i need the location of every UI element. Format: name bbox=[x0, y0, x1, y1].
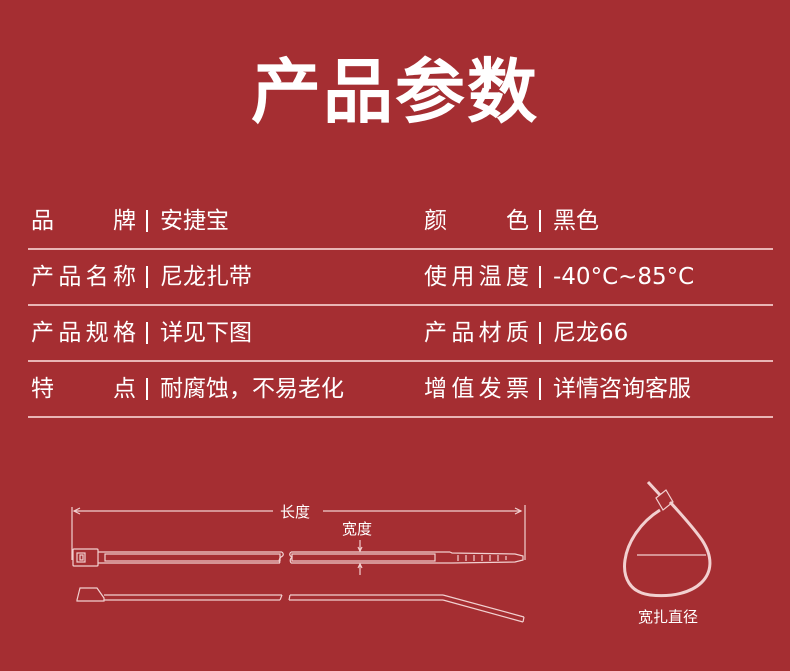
spec-brand: 品牌 安捷宝 bbox=[31, 206, 229, 236]
spec-size: 产品规格 详见下图 bbox=[31, 318, 252, 348]
spec-label: 产品规格 bbox=[31, 320, 136, 346]
divider-bar bbox=[539, 322, 541, 344]
spec-label: 品牌 bbox=[31, 208, 136, 234]
spec-row: 特点 耐腐蚀，不易老化 增值发票 详情咨询客服 bbox=[28, 362, 773, 418]
spec-features: 特点 耐腐蚀，不易老化 bbox=[31, 374, 344, 404]
spec-label: 特点 bbox=[31, 376, 136, 402]
divider-bar bbox=[146, 322, 148, 344]
length-label: 长度 bbox=[280, 503, 311, 521]
divider-bar bbox=[539, 266, 541, 288]
spec-value: 耐腐蚀，不易老化 bbox=[160, 376, 344, 402]
spec-invoice: 增值发票 详情咨询客服 bbox=[424, 374, 691, 404]
spec-label: 颜色 bbox=[424, 208, 529, 234]
spec-table: 品牌 安捷宝 颜色 黑色 产品名称 尼龙扎带 使用温度 -40°C~85°C 产… bbox=[28, 194, 773, 418]
spec-value: 尼龙66 bbox=[553, 320, 629, 346]
spec-label: 使用温度 bbox=[424, 264, 529, 290]
spec-value: 黑色 bbox=[553, 208, 599, 234]
spec-value: -40°C~85°C bbox=[553, 264, 695, 290]
divider-bar bbox=[146, 266, 148, 288]
spec-product-name: 产品名称 尼龙扎带 bbox=[31, 262, 252, 292]
divider-bar bbox=[539, 210, 541, 232]
cable-tie-diagram: 长度 宽度 宽扎直径 bbox=[0, 470, 790, 670]
diameter-label: 宽扎直径 bbox=[638, 608, 699, 626]
divider-bar bbox=[146, 210, 148, 232]
spec-material: 产品材质 尼龙66 bbox=[424, 318, 628, 348]
spec-color: 颜色 黑色 bbox=[424, 206, 599, 236]
cable-tie-drawing-icon bbox=[71, 480, 712, 623]
spec-label: 产品材质 bbox=[424, 320, 529, 346]
spec-label: 产品名称 bbox=[31, 264, 136, 290]
spec-value: 详情咨询客服 bbox=[553, 376, 691, 402]
spec-value: 尼龙扎带 bbox=[160, 264, 252, 290]
divider-bar bbox=[539, 378, 541, 400]
spec-value: 详见下图 bbox=[160, 320, 252, 346]
spec-temperature: 使用温度 -40°C~85°C bbox=[424, 262, 694, 292]
spec-row: 品牌 安捷宝 颜色 黑色 bbox=[28, 194, 773, 250]
spec-row: 产品名称 尼龙扎带 使用温度 -40°C~85°C bbox=[28, 250, 773, 306]
spec-row: 产品规格 详见下图 产品材质 尼龙66 bbox=[28, 306, 773, 362]
spec-value: 安捷宝 bbox=[160, 208, 229, 234]
divider-bar bbox=[146, 378, 148, 400]
spec-label: 增值发票 bbox=[424, 376, 529, 402]
width-label: 宽度 bbox=[342, 520, 373, 538]
page-title: 产品参数 bbox=[251, 51, 539, 133]
